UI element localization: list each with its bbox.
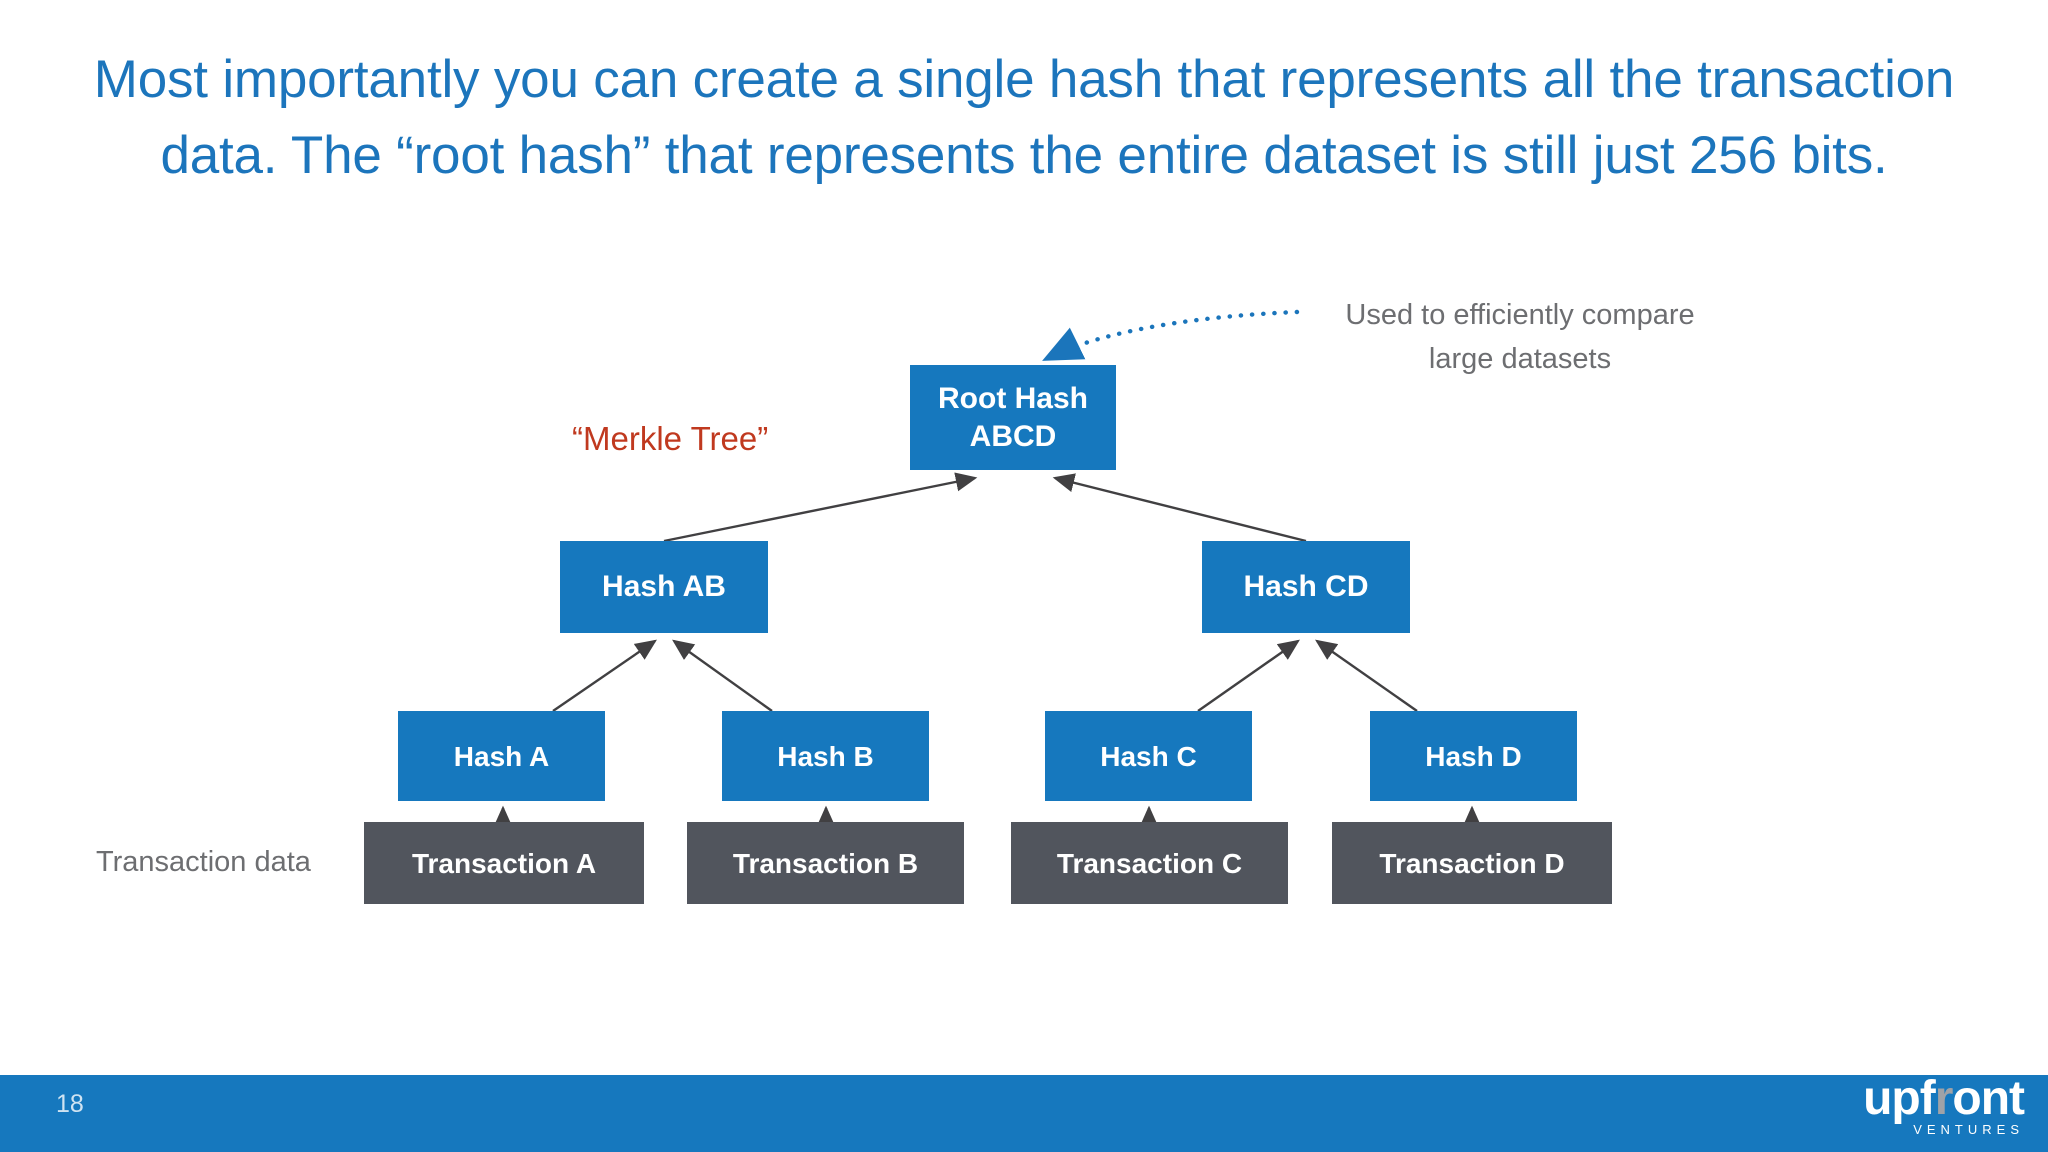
node-hash-d[interactable]: Hash D [1370,711,1577,801]
footer-bar [0,1075,2048,1152]
node-hash-a-label: Hash A [453,740,550,772]
callout-line-2: large datasets [1428,343,1612,375]
logo-word-pre: upf [1863,1072,1936,1125]
node-hash-c[interactable]: Hash C [1045,711,1252,801]
node-hash-ab-label: Hash AB [602,570,726,604]
callout-dotted-arrow-icon [1042,309,1300,361]
logo-word-post: ont [1952,1072,2025,1125]
callout-line-1: Used to efficiently compare [1345,299,1695,331]
node-transaction-c[interactable]: Transaction C [1011,822,1288,904]
node-transaction-a[interactable]: Transaction A [364,822,644,904]
title-line-1: Most importantly you can create a single… [93,50,1955,109]
merkle-tree-label: “Merkle Tree” [572,420,769,457]
node-hash-b-label: Hash B [777,740,874,772]
node-hash-a[interactable]: Hash A [398,711,605,801]
node-transaction-d-label: Transaction D [1379,847,1565,879]
node-hash-c-label: Hash C [1100,740,1197,772]
node-transaction-c-label: Transaction C [1056,847,1243,879]
node-root-hash-line1: Root Hash [938,382,1088,415]
edge-hashb-to-hashab [672,639,773,712]
edge-hashab-to-root [663,472,978,543]
callout-annotation: Used to efficiently compare large datase… [1310,293,1730,381]
node-transaction-d[interactable]: Transaction D [1332,822,1612,904]
node-hash-ab[interactable]: Hash AB [560,541,768,633]
logo-word-r: r [1934,1072,1954,1125]
upfront-ventures-logo: upfront VENTURES [1788,1074,2025,1144]
edge-hashd-to-hashcd [1315,639,1418,712]
node-hash-d-label: Hash D [1425,740,1522,772]
page-number: 18 [56,1090,84,1118]
page-title: Most importantly you can create a single… [50,42,1998,194]
transaction-data-label: Transaction data [96,846,311,878]
node-root-hash[interactable]: Root Hash ABCD [910,365,1116,470]
logo-wordmark: upfront [1788,1072,2025,1125]
node-transaction-a-label: Transaction A [411,847,597,879]
node-hash-b[interactable]: Hash B [722,711,929,801]
node-hash-cd[interactable]: Hash CD [1202,541,1410,633]
logo-subtitle: VENTURES [1913,1122,2024,1137]
edge-hasha-to-hashab [552,639,657,712]
edge-hashcd-to-root [1052,473,1307,543]
node-root-hash-line2: ABCD [969,419,1057,453]
node-transaction-b[interactable]: Transaction B [687,822,964,904]
edge-hashc-to-hashcd [1197,639,1300,712]
node-transaction-b-label: Transaction B [732,847,919,879]
title-line-2: data. The “root hash” that represents th… [160,126,1888,185]
node-hash-cd-label: Hash CD [1243,570,1369,604]
